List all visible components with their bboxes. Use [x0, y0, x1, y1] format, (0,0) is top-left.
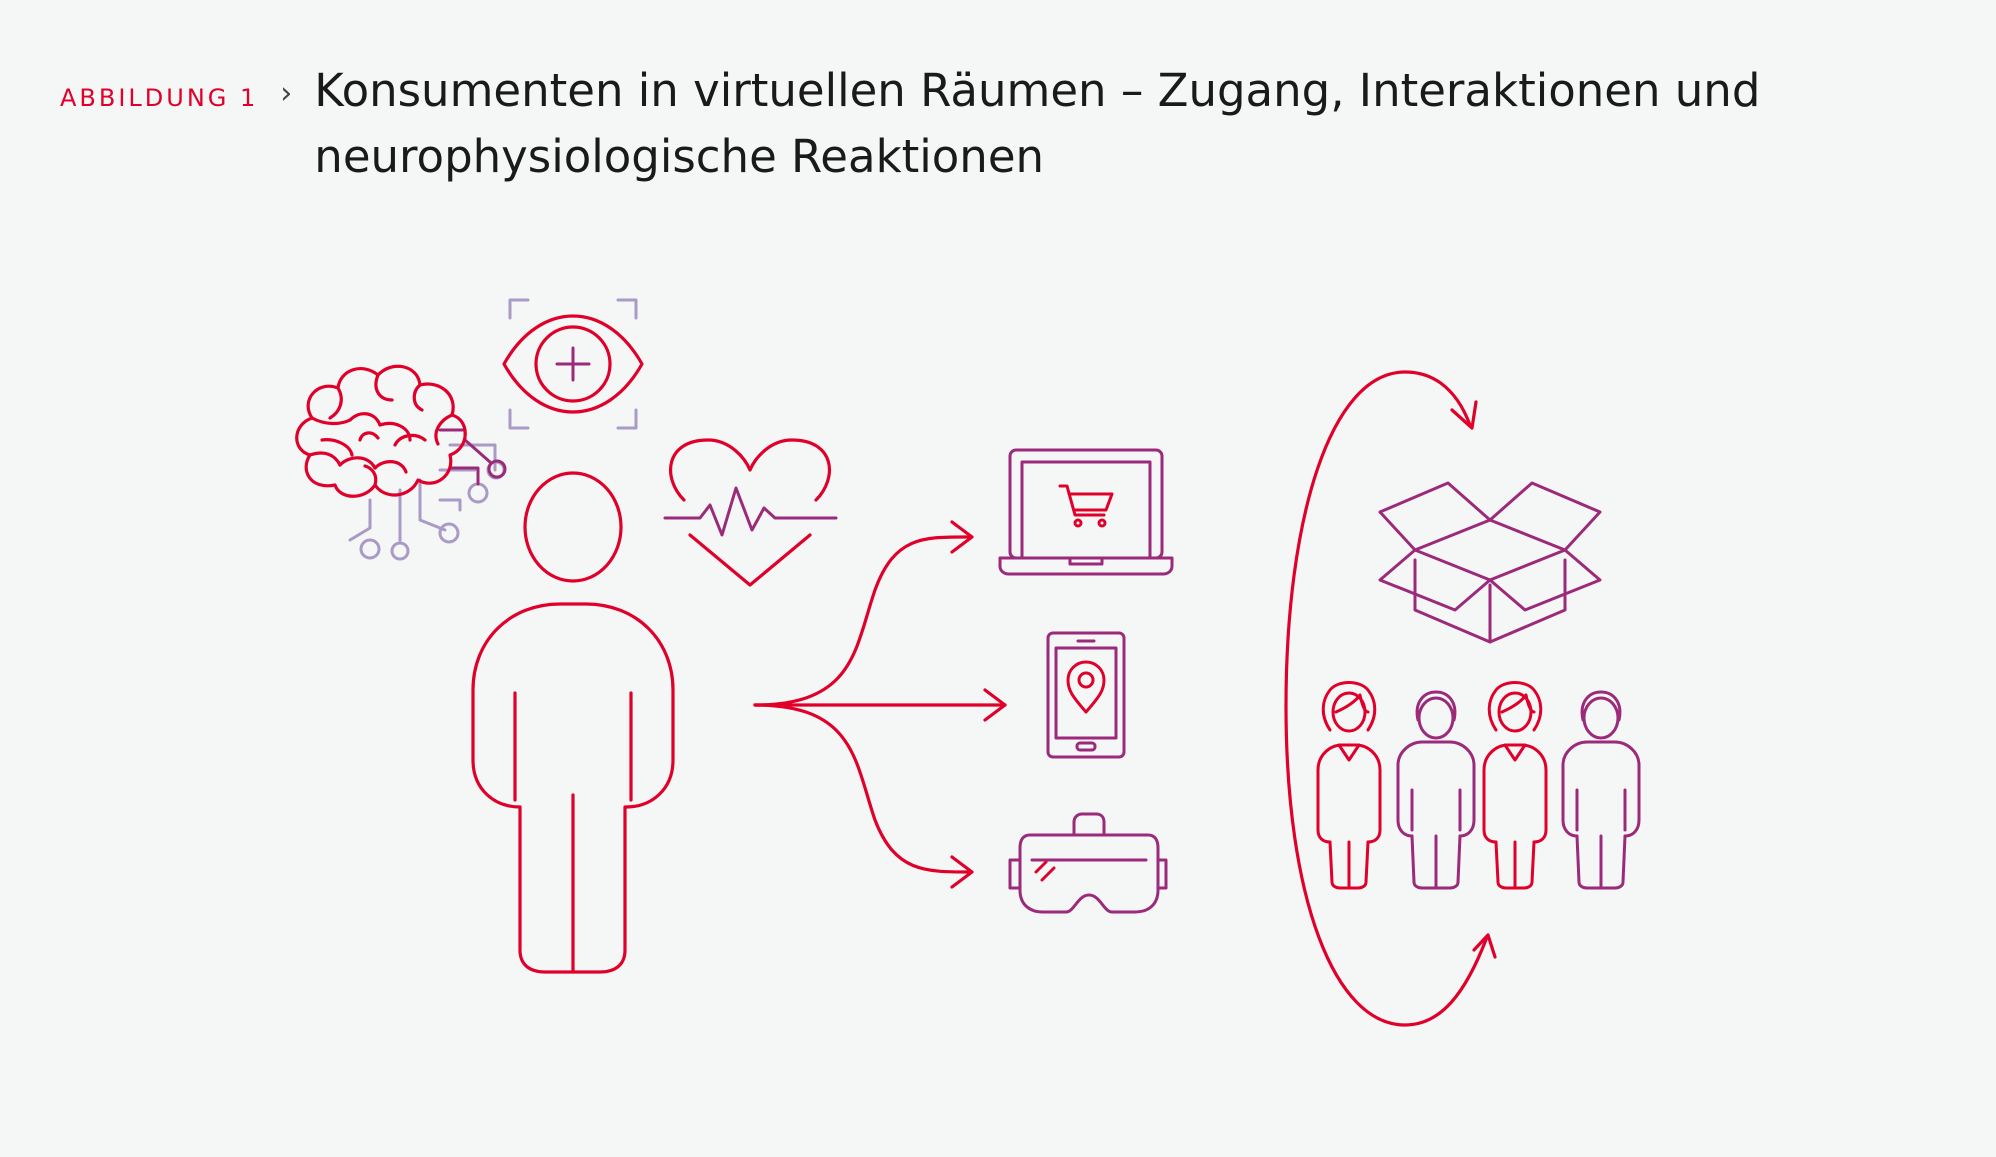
- figure-title: Konsumenten in virtuellen Räumen – Zugan…: [314, 64, 1761, 183]
- smartphone-location-icon: [1046, 631, 1126, 759]
- eye-tracking-icon: [502, 298, 644, 430]
- person-icon: [471, 471, 675, 974]
- branch-arrows: [753, 520, 1007, 889]
- people-group-icon: [1316, 681, 1641, 890]
- figure-label: ABBILDUNG 1: [60, 84, 259, 112]
- figure-header: ABBILDUNG 1 › Konsumenten in virtuellen …: [60, 58, 1874, 190]
- cycle-arrows: [1284, 370, 1497, 1027]
- brain-circuit-icon: [295, 364, 507, 561]
- vr-headset-icon: [1008, 812, 1168, 914]
- open-box-icon: [1378, 481, 1602, 644]
- laptop-cart-icon: [998, 448, 1174, 576]
- chevron-right-icon: ›: [280, 76, 293, 111]
- heart-rate-icon: [663, 438, 838, 587]
